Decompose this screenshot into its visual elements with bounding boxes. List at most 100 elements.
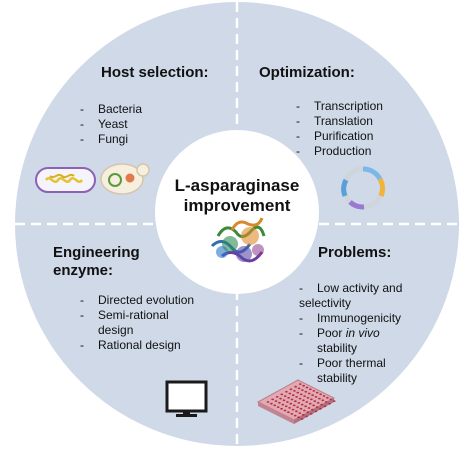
plate-well: [311, 408, 314, 411]
plate-well: [288, 407, 291, 409]
plate-well: [307, 407, 311, 409]
plate-well: [296, 391, 300, 394]
plate-well: [278, 401, 281, 404]
plate-well: [301, 413, 305, 416]
plate-well: [293, 390, 296, 392]
host-item-1-text: Bacteria: [98, 102, 143, 116]
host-item-2: -Yeast: [80, 117, 128, 131]
problems-item-4-cont: stability: [317, 371, 358, 385]
plate-well: [298, 383, 302, 385]
plate-well: [298, 397, 302, 400]
plate-well: [306, 411, 310, 414]
center-circle: [155, 130, 319, 294]
plate-well: [289, 402, 293, 405]
host-item-3: -Fungi: [80, 132, 129, 146]
plate-well: [321, 399, 325, 402]
plate-well: [329, 398, 333, 401]
plate-well: [328, 402, 331, 405]
plate-well: [314, 396, 318, 398]
yeast-cell-icon: [100, 163, 150, 195]
plate-well: [280, 407, 283, 410]
optimization-item-4: -Production: [296, 144, 372, 158]
center-title-line-2: improvement: [183, 196, 291, 215]
plate-well: [282, 399, 286, 402]
well-plate-icon: [256, 379, 336, 424]
plate-well: [322, 395, 326, 397]
engineering-item-3: -Rational design: [80, 338, 181, 352]
plate-well: [312, 390, 316, 392]
optimization-item-4-text: Production: [314, 144, 372, 158]
plate-well: [295, 396, 298, 398]
plate-well: [300, 403, 304, 406]
plate-well: [299, 407, 303, 410]
problems-item-4-text: Poor thermal: [317, 356, 386, 370]
plate-well: [287, 396, 290, 399]
plate-well: [299, 393, 303, 396]
plate-well: [290, 413, 294, 415]
engineering-item-2-cont: design: [98, 323, 134, 337]
plate-well: [276, 406, 280, 408]
engineering-item-3-text: Rational design: [98, 338, 181, 352]
plate-well: [284, 405, 288, 408]
center-title-line-1: L-asparaginase: [174, 176, 300, 195]
plate-well: [303, 409, 306, 412]
problems-item-1: -Low activity and: [299, 281, 403, 295]
engineering-heading-line-1: Engineering: [53, 244, 140, 261]
bacterium-icon: [35, 167, 96, 193]
problems-item-3-prefix: Poor: [317, 326, 346, 340]
plate-well: [304, 390, 308, 393]
plate-well: [305, 401, 309, 403]
plate-well: [316, 402, 320, 404]
plate-well: [297, 416, 300, 419]
problems-item-2: -Immunogenicity: [299, 311, 402, 325]
problems-item-3: -Poor in vivo: [299, 326, 380, 340]
plate-well: [302, 399, 305, 402]
plate-well: [310, 398, 313, 401]
plate-well: [294, 400, 297, 403]
optimization-item-1-text: Transcription: [314, 99, 383, 113]
plate-well: [291, 394, 295, 397]
plate-well: [289, 388, 293, 391]
engineering-heading-line-2: enzyme:: [53, 262, 114, 279]
plate-well: [308, 402, 312, 405]
plate-well: [292, 404, 296, 407]
plate-well: [291, 408, 295, 411]
host-item-1: -Bacteria: [80, 102, 143, 116]
plate-well: [296, 406, 299, 408]
protein-structure-icon: [210, 217, 266, 263]
computer-monitor-icon: [165, 380, 208, 417]
plate-well: [332, 400, 336, 402]
engineering-item-1-text: Directed evolution: [98, 293, 195, 307]
problems-item-1-cont: selectivity: [299, 296, 352, 310]
optimization-item-3: -Purification: [296, 129, 374, 143]
plate-well: [303, 395, 306, 397]
plate-well: [273, 404, 277, 407]
plate-well: [314, 410, 318, 413]
plate-well: [279, 397, 282, 400]
plate-well: [309, 413, 313, 415]
plate-well: [319, 393, 322, 396]
plate-well: [281, 403, 285, 406]
plate-well: [293, 414, 297, 417]
plate-well: [275, 396, 279, 398]
plate-well: [297, 387, 301, 390]
plate-well: [287, 411, 290, 414]
plate-well: [270, 402, 273, 405]
plate-well: [286, 401, 289, 403]
plate-well: [315, 406, 319, 408]
problems-item-3-cont: stability: [317, 341, 358, 355]
host-item-2-text: Yeast: [98, 117, 128, 131]
optimization-item-3-text: Purification: [314, 129, 374, 143]
plate-well: [297, 402, 301, 404]
plate-well: [288, 392, 292, 395]
plate-well: [274, 400, 278, 402]
plate-well: [304, 405, 307, 408]
plate-well: [280, 393, 284, 396]
plate-well: [318, 397, 321, 400]
plate-well: [300, 418, 304, 420]
problems-item-3-emphasis: in vivo: [345, 326, 380, 340]
plate-well: [313, 400, 317, 402]
plate-well: [319, 407, 322, 410]
problems-heading: Problems:: [318, 244, 392, 261]
plate-well: [302, 384, 305, 387]
